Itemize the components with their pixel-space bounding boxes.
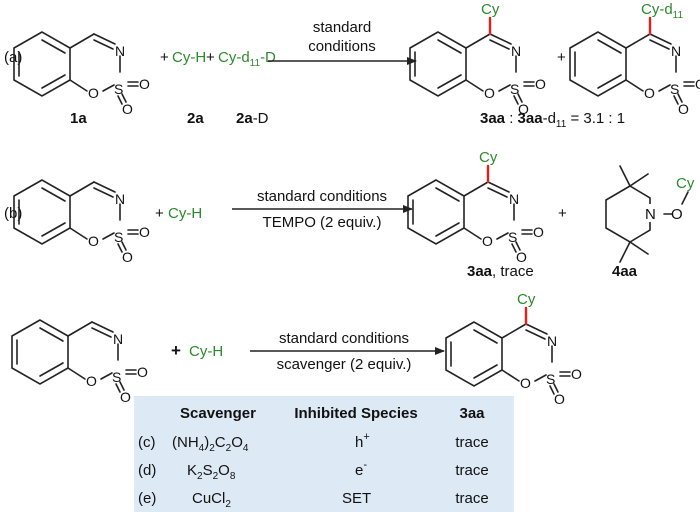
table-header-species: Inhibited Species: [294, 405, 417, 422]
compound-label-3aa: 3aa, trace: [467, 263, 534, 280]
scavenger-table: Scavenger Inhibited Species 3aa (c) (NH4…: [134, 396, 514, 512]
table-cell-result: trace: [455, 462, 488, 479]
substrate-1a: [13, 31, 151, 118]
table-cell-scavenger: K2S2O8: [187, 462, 236, 482]
plus-sign: +: [155, 205, 164, 222]
table-row-label: (e): [138, 490, 156, 507]
reagent-cyclohexane: Cy-H: [172, 49, 206, 66]
arrow-condition-top: standard: [313, 19, 371, 36]
table-background: [134, 396, 514, 512]
substrate-1a: [11, 319, 149, 406]
row-b-label: (b): [4, 205, 22, 222]
compound-label-2a-D: 2a-D: [236, 110, 269, 127]
product-3aa: Cy: [445, 291, 583, 408]
product-3aa: Cy: [407, 149, 545, 266]
plus-sign: +: [206, 49, 215, 66]
table-cell-species: SET: [342, 490, 371, 507]
table-cell-scavenger: (NH4)2C2O4: [172, 434, 249, 454]
table-cell-result: trace: [455, 490, 488, 507]
tempo-nitrogen: N: [645, 206, 656, 223]
cyclohexyl-group: Cy: [479, 149, 498, 166]
compound-label-2a: 2a: [187, 110, 204, 127]
table-row-label: (c): [138, 434, 156, 451]
substrate-1a: [13, 179, 151, 266]
cyclohexyl-group: Cy: [517, 291, 536, 308]
cyclohexyl-group: Cy: [676, 175, 695, 192]
table-cell-scavenger: CuCl2: [192, 490, 231, 510]
compound-label-1a: 1a: [70, 110, 87, 127]
table-row-label: (d): [138, 462, 156, 479]
table-header-scavenger: Scavenger: [180, 405, 256, 422]
row-a-label: (a): [4, 49, 22, 66]
reagent-cyclohexane: Cy-H: [189, 343, 223, 360]
reagent-cyclohexane-d12: Cy-d11-D: [218, 49, 276, 69]
plus-sign: +: [557, 49, 566, 66]
arrow-condition-bottom: TEMPO (2 equiv.): [263, 214, 382, 231]
table-cell-species: h+: [355, 431, 370, 451]
plus-sign: +: [171, 341, 181, 360]
arrow-condition-top: standard conditions: [279, 330, 409, 347]
tempo-oxygen: O: [671, 206, 683, 223]
table-cell-result: trace: [455, 434, 488, 451]
plus-sign: +: [160, 49, 169, 66]
cyclohexyl-d11-group: Cy-d11: [641, 1, 683, 21]
cyclohexyl-group: Cy: [481, 1, 500, 18]
reagent-cyclohexane: Cy-H: [168, 205, 202, 222]
product-3aa: Cy: [409, 1, 547, 118]
table-cell-species: e-: [355, 459, 367, 479]
arrow-condition-bottom: conditions: [308, 38, 376, 55]
product-3aa-d11: Cy-d11: [569, 1, 700, 118]
arrow-condition-bottom: scavenger (2 equiv.): [277, 356, 412, 373]
plus-sign: +: [558, 205, 567, 222]
tempo-adduct-4aa: N O Cy: [605, 165, 695, 263]
compound-label-4aa: 4aa: [612, 263, 638, 280]
kie-ratio: 3aa : 3aa-d11 = 3.1 : 1: [480, 110, 625, 130]
arrow-condition-top: standard conditions: [257, 188, 387, 205]
table-header-3aa: 3aa: [459, 405, 485, 422]
